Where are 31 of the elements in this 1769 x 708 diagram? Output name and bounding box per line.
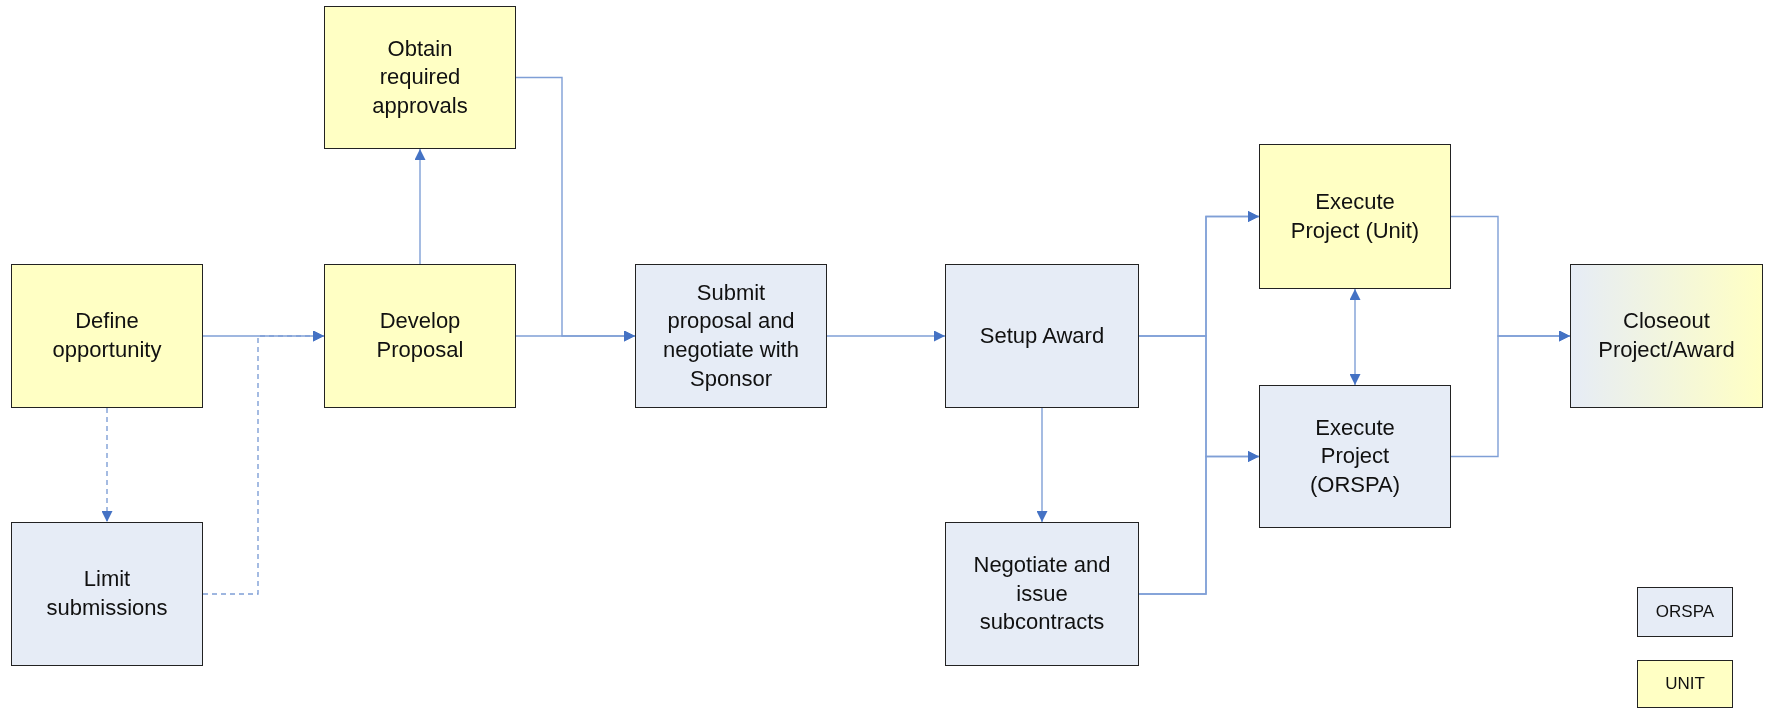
arrow xyxy=(202,330,325,595)
process-box xyxy=(11,264,203,408)
process-box xyxy=(1570,264,1763,408)
process-box xyxy=(635,264,827,408)
arrow xyxy=(1349,288,1361,386)
arrow xyxy=(515,330,636,342)
legend-label: UNIT xyxy=(1665,674,1705,694)
box-label: Execute Project (Unit) xyxy=(1289,187,1421,245)
legend-label: ORSPA xyxy=(1655,602,1715,622)
arrow xyxy=(414,148,426,265)
box-label: Obtain required approvals xyxy=(371,34,469,120)
box-label: Develop Proposal xyxy=(375,307,465,364)
box-label: Limit submissions xyxy=(45,565,169,622)
process-box xyxy=(324,264,516,408)
box-label: Negotiate and issue subcontracts xyxy=(972,551,1112,637)
box-label: Setup Award xyxy=(979,321,1105,350)
process-box xyxy=(1259,144,1451,289)
arrow xyxy=(826,330,946,342)
box-label: Define opportunity xyxy=(51,307,163,364)
process-box xyxy=(945,522,1139,666)
box-label: Execute Project (ORSPA) xyxy=(1308,413,1401,499)
arrow xyxy=(101,407,113,523)
process-box xyxy=(945,264,1139,408)
box-label: Submit proposal and negotiate with Sponsor xyxy=(662,278,800,393)
process-box xyxy=(324,6,516,149)
arrow xyxy=(1450,330,1571,458)
box-label: Closeout Project/Award xyxy=(1597,307,1736,364)
process-box xyxy=(11,522,203,666)
process-box xyxy=(1259,385,1451,528)
arrow xyxy=(1036,407,1048,523)
arrow xyxy=(1138,451,1260,595)
